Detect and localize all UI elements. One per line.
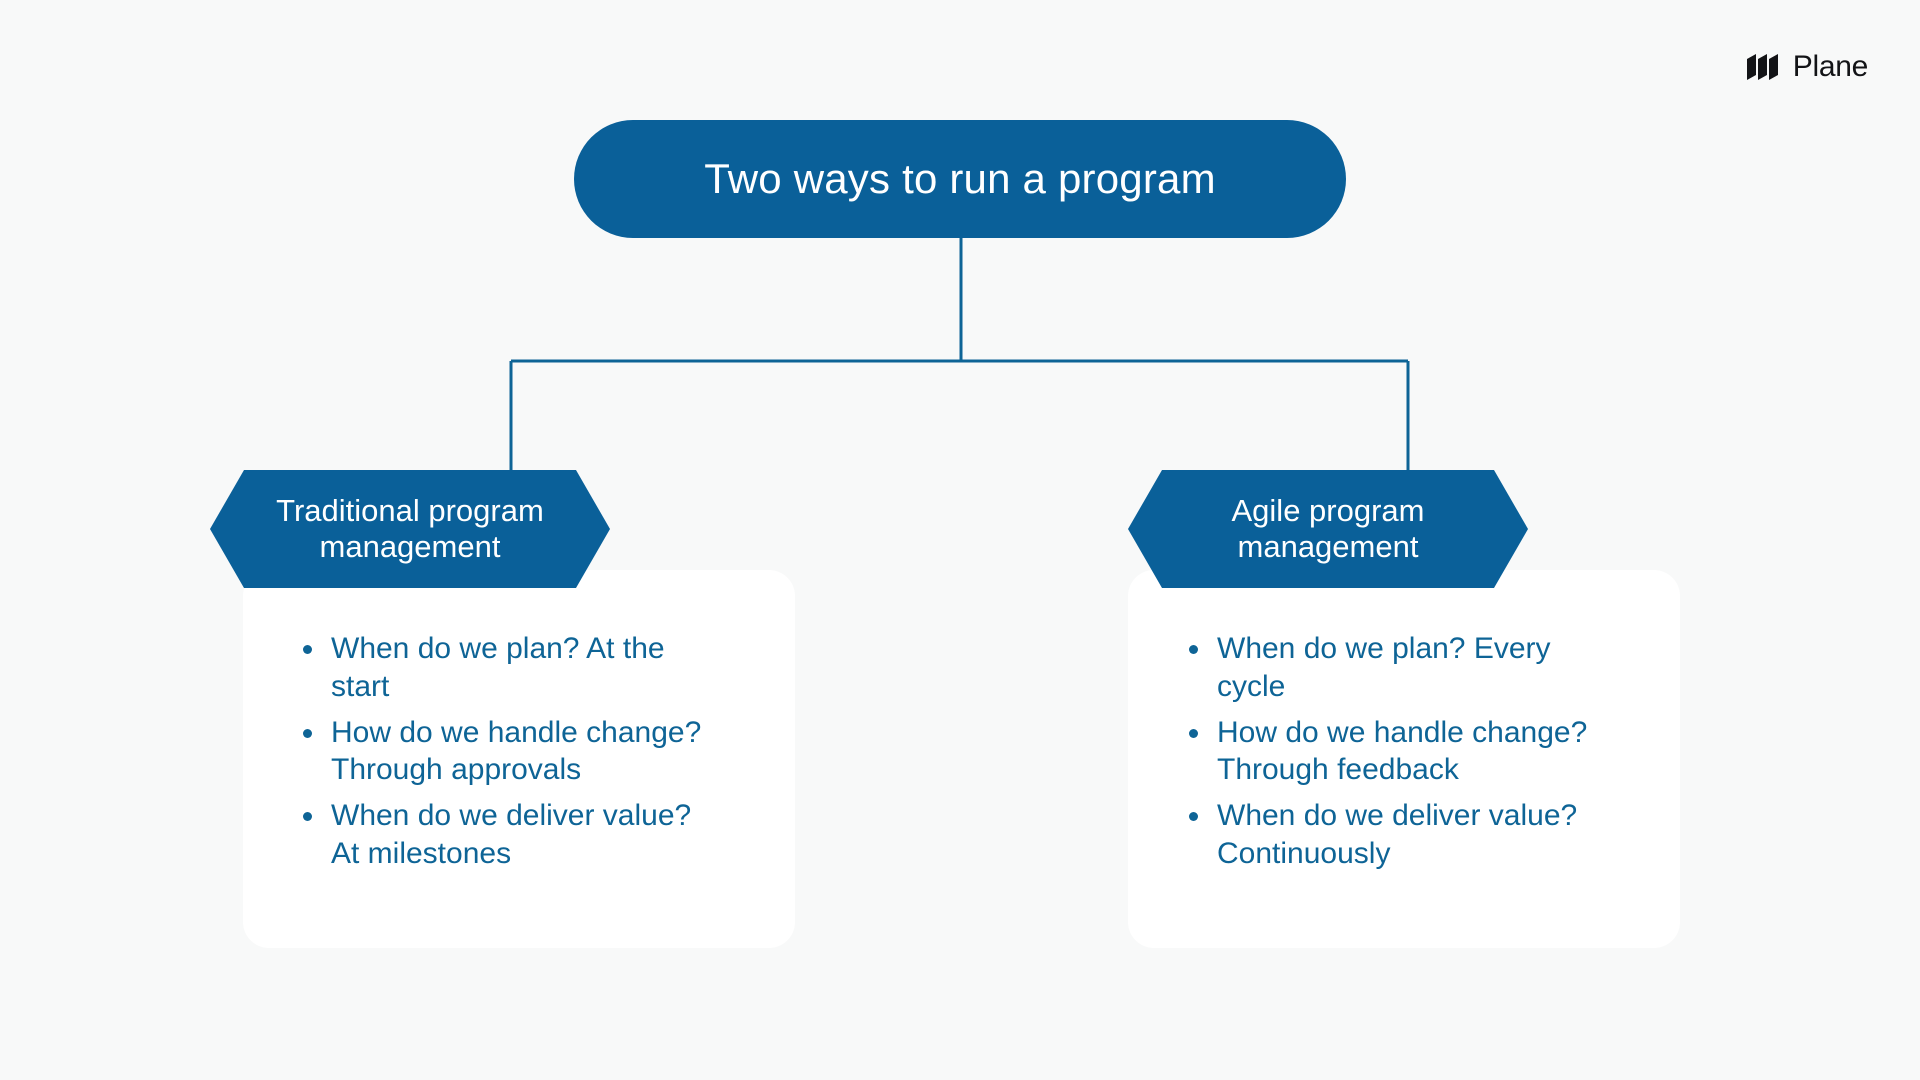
list-item: When do we deliver value? At milestones	[295, 797, 715, 873]
branch-bullet-list: When do we plan? Every cycle How do we h…	[1181, 630, 1601, 873]
branch-card	[1128, 570, 1680, 948]
list-item: When do we plan? At the start	[295, 630, 715, 706]
branch-header-label: Traditional program management	[276, 493, 544, 564]
branch-header-hexagon: Traditional program management	[210, 470, 610, 588]
list-item: When do we plan? Every cycle	[1181, 630, 1601, 706]
root-node: Two ways to run a program	[574, 120, 1346, 238]
branch-card	[243, 570, 795, 948]
list-item: When do we deliver value? Continuously	[1181, 797, 1601, 873]
brand-logo: Plane	[1746, 50, 1869, 83]
branch-header-label: Agile program management	[1231, 493, 1425, 564]
branch-traditional: Traditional program management When do w…	[210, 470, 795, 948]
branch-header-hexagon: Agile program management	[1128, 470, 1528, 588]
list-item: How do we handle change? Through approva…	[295, 714, 715, 790]
list-item: How do we handle change? Through feedbac…	[1181, 714, 1601, 790]
brand-name: Plane	[1792, 50, 1869, 83]
root-node-label: Two ways to run a program	[704, 154, 1216, 202]
plane-logo-mark-icon	[1746, 54, 1778, 80]
branch-agile: Agile program management When do we plan…	[1128, 470, 1680, 948]
branch-bullet-list: When do we plan? At the start How do we …	[295, 630, 715, 873]
